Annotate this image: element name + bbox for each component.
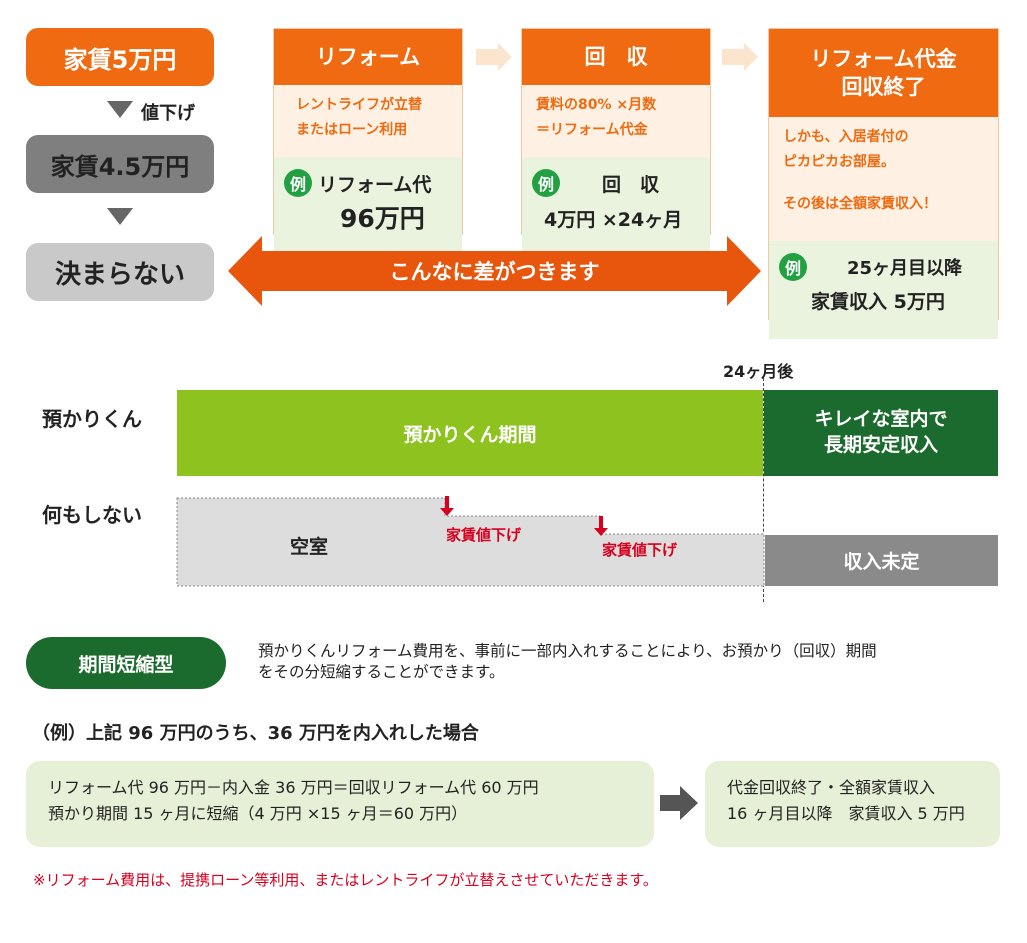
example-title: （例）上記 96 万円のうち、36 万円を内入れした場合 bbox=[32, 723, 479, 744]
collection-done-box: リフォーム代金 回収終了 しかも、入居者付の ピカピカお部屋。 その後は全額家賃… bbox=[768, 28, 999, 339]
chevron-down-icon bbox=[107, 101, 133, 118]
collect-title: 回 収 bbox=[522, 29, 710, 85]
stable-income-line1: キレイな室内で bbox=[814, 408, 948, 431]
reform-example-line2: 96万円 bbox=[340, 204, 425, 233]
collect-note: 賃料の80% ×月数 ＝リフォーム代金 bbox=[522, 85, 710, 157]
collect-note-line1: 賃料の80% ×月数 bbox=[536, 97, 657, 113]
stable-income-line2: 長期安定収入 bbox=[823, 434, 938, 456]
done-title-line2: 回収終了 bbox=[841, 75, 926, 99]
done-example-line1: 25ヶ月目以降 bbox=[847, 258, 963, 279]
reform-note-line1: レントライフが立替 bbox=[296, 97, 422, 113]
rent-5man-badge: 家賃5万円 bbox=[26, 28, 214, 86]
chevron-down-icon bbox=[107, 208, 133, 225]
done-title-line1: リフォーム代金 bbox=[810, 46, 957, 71]
example-badge-icon: 例 bbox=[779, 253, 807, 281]
calc-line2: 預かり期間 15 ヶ月に短縮（4 万円 ×15 ヶ月＝60 万円） bbox=[48, 803, 468, 823]
done-note-line3: その後は全額家賃収入！ bbox=[783, 196, 937, 212]
done-example-line2: 家賃収入 5万円 bbox=[811, 291, 945, 313]
price-drop-1-label: 家賃値下げ bbox=[446, 526, 522, 544]
period-shorten-pill: 期間短縮型 bbox=[26, 637, 226, 689]
24-months-marker-line bbox=[763, 378, 764, 602]
price-drop-label: 値下げ bbox=[141, 103, 195, 124]
shorten-description-line1: 預かりくんリフォーム費用を、事前に一部内入れすることにより、お預かり（回収）期間 bbox=[258, 642, 877, 660]
footnote: ※リフォーム費用は、提携ローン等利用、またはレントライフが立替えさせていただきま… bbox=[33, 871, 658, 889]
done-example: 例 25ヶ月目以降 家賃収入 5万円 bbox=[769, 241, 998, 339]
result-line2: 16 ヶ月目以降 家賃収入 5 万円 bbox=[727, 803, 965, 823]
reform-example-line1: リフォーム代 bbox=[318, 173, 432, 196]
azukari-row-label: 預かりくん bbox=[42, 407, 142, 431]
done-note-line1: しかも、入居者付の bbox=[783, 129, 909, 145]
reform-step-box: リフォーム レントライフが立替 またはローン利用 例 リフォーム代 96万円 bbox=[273, 28, 463, 254]
shorten-description-line2: をその分短縮することができます。 bbox=[258, 662, 505, 681]
vacancy-label: 空室 bbox=[290, 536, 329, 558]
do-nothing-row-label: 何もしない bbox=[42, 503, 142, 527]
arrow-down-icon bbox=[594, 516, 608, 536]
azukari-period-bar: 預かりくん期間 bbox=[177, 390, 763, 476]
double-arrow-shape bbox=[228, 236, 761, 306]
arrow-right-icon bbox=[476, 43, 512, 71]
result-box: 代金回収終了・全額家賃収入 16 ヶ月目以降 家賃収入 5 万円 bbox=[705, 761, 1000, 847]
undecided-badge: 決まらない bbox=[26, 243, 214, 301]
collect-example-line1: 回 収 bbox=[602, 173, 660, 196]
24-months-marker-label: 24ヶ月後 bbox=[723, 362, 794, 381]
arrow-right-icon bbox=[660, 786, 698, 820]
collect-step-box: 回 収 賃料の80% ×月数 ＝リフォーム代金 例 回 収 4万円 ×24ヶ月 bbox=[521, 28, 711, 254]
stable-income-bar: キレイな室内で 長期安定収入 bbox=[764, 390, 998, 476]
arrow-down-icon bbox=[440, 496, 454, 516]
price-drop-2-label: 家賃値下げ bbox=[602, 541, 678, 559]
result-line1: 代金回収終了・全額家賃収入 bbox=[727, 778, 936, 797]
reform-note-line2: またはローン利用 bbox=[296, 121, 408, 138]
collect-example: 例 回 収 4万円 ×24ヶ月 bbox=[522, 157, 710, 254]
example-badge-icon: 例 bbox=[284, 169, 312, 197]
done-title: リフォーム代金 回収終了 bbox=[769, 29, 998, 117]
income-undecided-bar: 収入未定 bbox=[765, 535, 998, 586]
reform-title: リフォーム bbox=[274, 29, 462, 85]
difference-label: こんなに差がつきます bbox=[389, 260, 600, 284]
rent-45man-badge: 家賃4.5万円 bbox=[26, 135, 214, 193]
collect-note-line2: ＝リフォーム代金 bbox=[536, 121, 648, 138]
collect-example-line2: 4万円 ×24ヶ月 bbox=[544, 209, 683, 231]
calc-line1: リフォーム代 96 万円－内入金 36 万円＝回収リフォーム代 60 万円 bbox=[48, 778, 539, 797]
reform-note: レントライフが立替 またはローン利用 bbox=[274, 85, 462, 157]
done-note: しかも、入居者付の ピカピカお部屋。 その後は全額家賃収入！ bbox=[769, 117, 998, 241]
example-badge-icon: 例 bbox=[532, 169, 560, 197]
calc-box: リフォーム代 96 万円－内入金 36 万円＝回収リフォーム代 60 万円 預か… bbox=[26, 761, 654, 847]
done-note-line2: ピカピカお部屋。 bbox=[783, 153, 895, 170]
shorten-description: 預かりくんリフォーム費用を、事前に一部内入れすることにより、お預かり（回収）期間… bbox=[258, 641, 998, 683]
reform-example: 例 リフォーム代 96万円 bbox=[274, 157, 462, 254]
arrow-right-icon bbox=[722, 43, 758, 71]
